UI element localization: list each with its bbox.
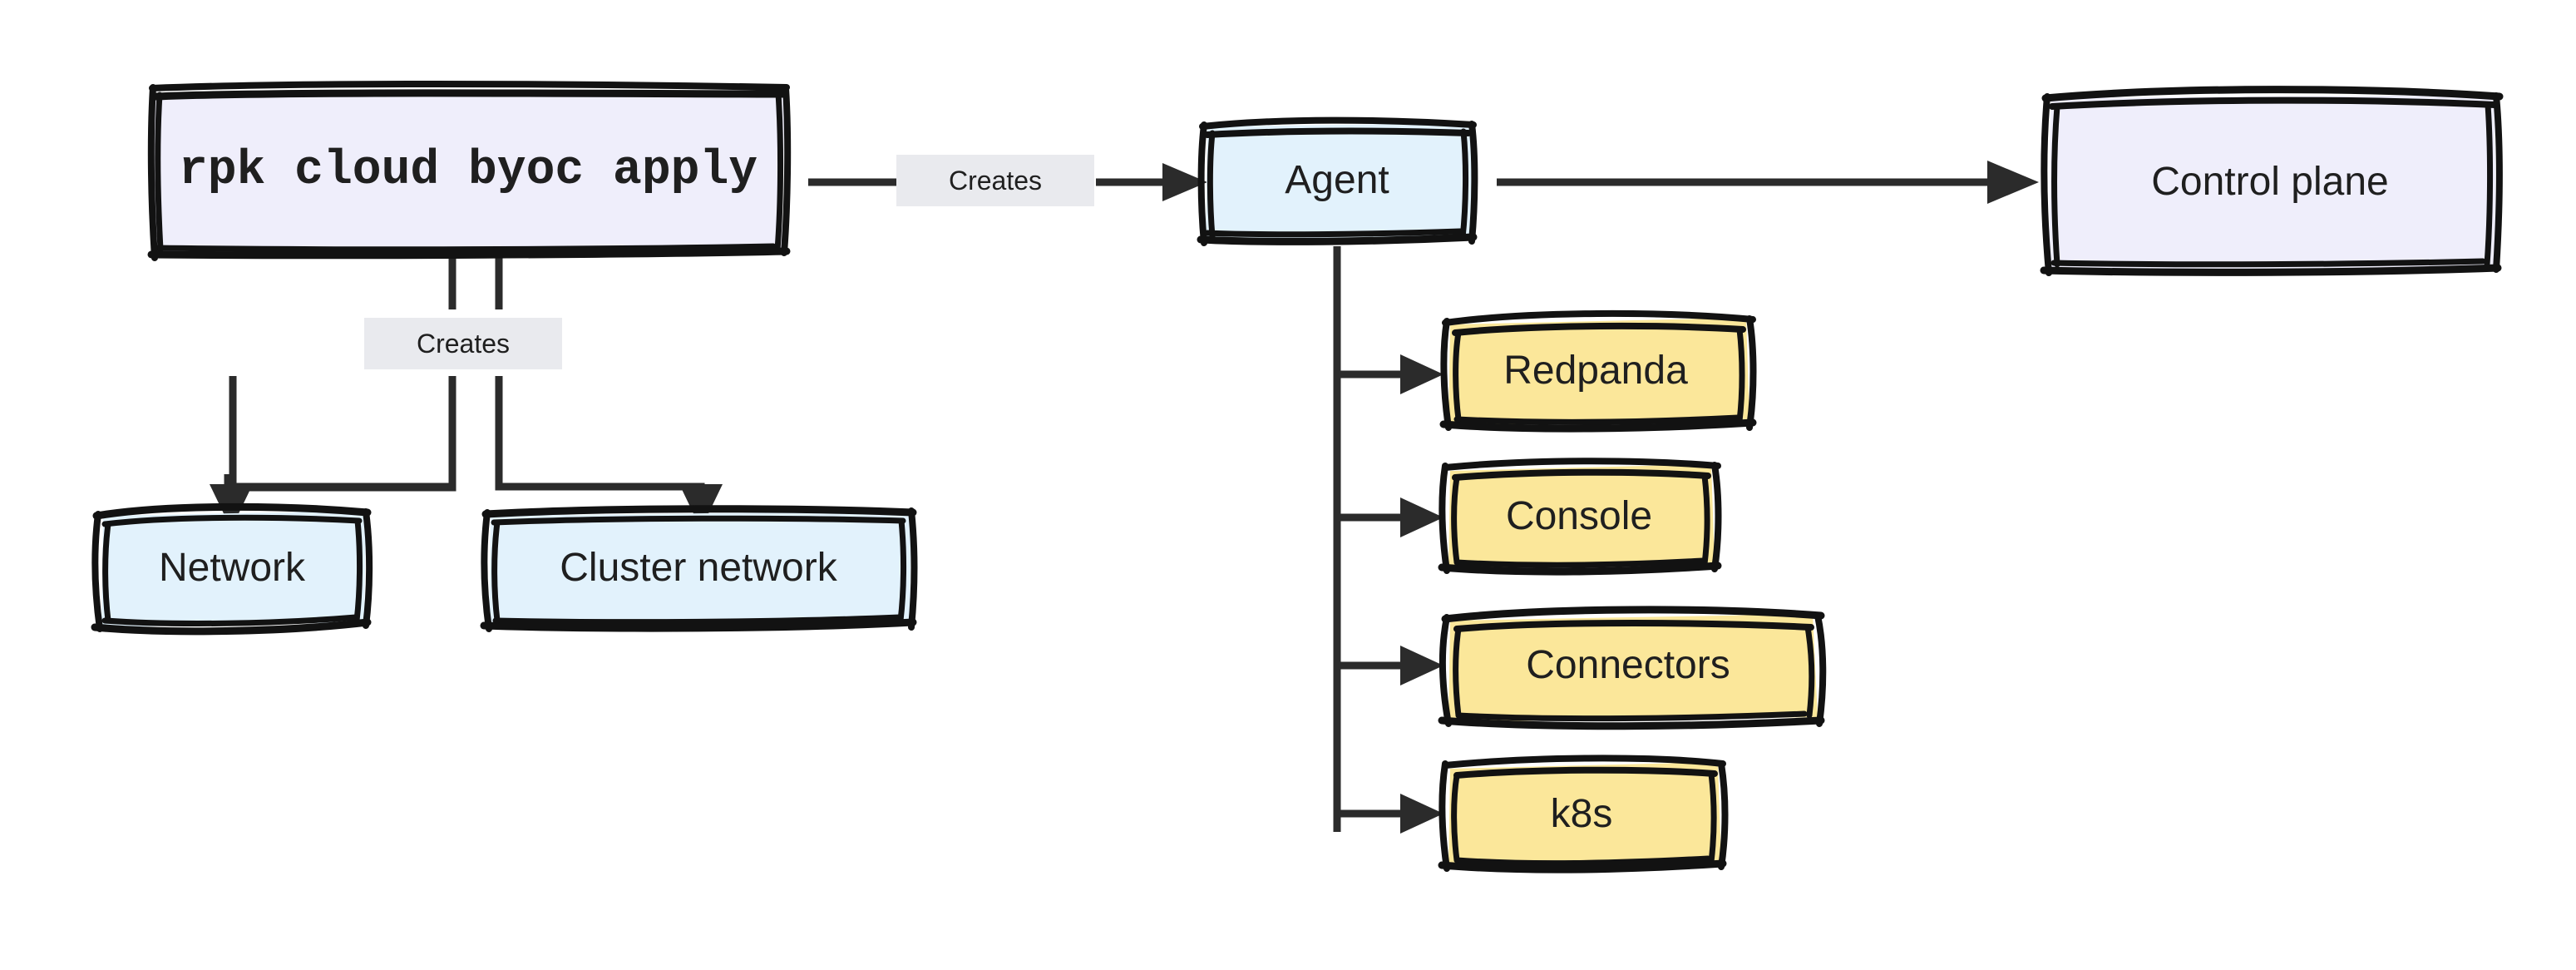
edge-command-to-network [210,258,456,529]
node-redpanda-shape[interactable] [1439,309,1757,433]
edge-label-creates-agent: Creates [896,155,1094,206]
edge-agent-to-redpanda [1337,354,1443,394]
node-cluster-network-shape[interactable] [480,505,918,632]
node-connectors-shape[interactable] [1438,606,1827,730]
edge-agent-to-connectors [1337,646,1443,685]
node-console-shape[interactable] [1438,458,1722,576]
node-network-shape[interactable] [91,502,373,636]
edge-label-creates-networks: Creates [364,318,562,369]
edge-command-to-agent [808,163,1207,201]
node-agent-shape[interactable] [1197,116,1478,246]
edge-agent-to-k8s [1337,794,1443,834]
edge-agent-to-control-plane [1497,161,2039,204]
node-control-plane-shape[interactable] [2040,86,2504,276]
edge-agent-to-console [1337,497,1443,537]
edge-command-to-cluster-network [495,258,723,529]
node-k8s-shape[interactable] [1438,755,1729,873]
node-command-shape[interactable] [147,80,792,261]
